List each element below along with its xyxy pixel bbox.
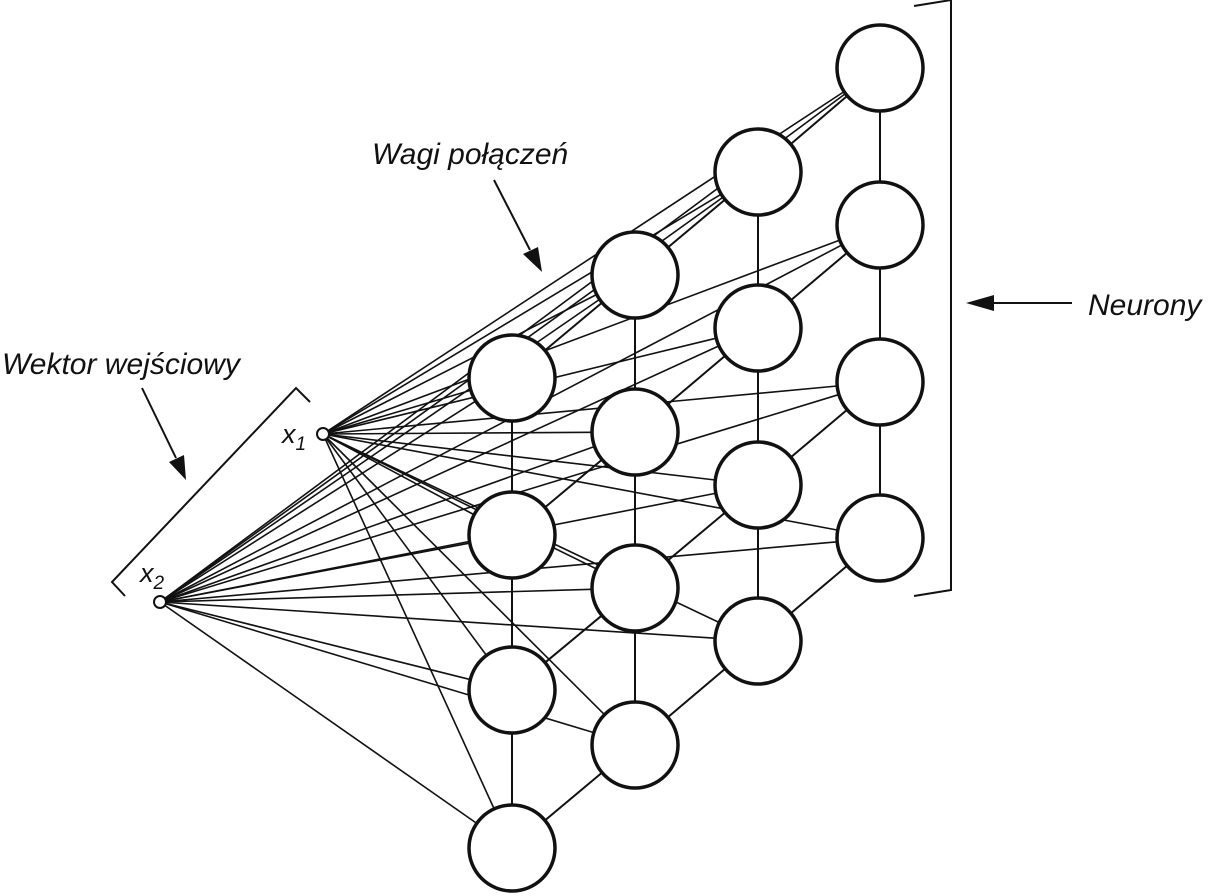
neurons-arrow — [966, 295, 1072, 311]
weight-line-x2-n2-3 — [159, 588, 593, 603]
input-vector-bracket — [110, 386, 311, 597]
neuron-2-1 — [590, 230, 680, 320]
neuron-1-4 — [467, 803, 557, 893]
weight-line-x1-n1-1 — [322, 389, 471, 435]
neuron-link-row2-3 — [790, 251, 848, 302]
neuron-link-row1-2 — [667, 198, 726, 249]
neurons-label: Neurony — [1088, 289, 1203, 322]
weight-line-x2-n2-2 — [159, 445, 595, 603]
neuron-link-row1-3 — [790, 95, 848, 145]
input-vector-arrow — [141, 387, 186, 480]
weights-arrow — [493, 179, 542, 272]
weight-line-x2-n1-4 — [159, 601, 478, 825]
weight-line-x1-n1-2 — [322, 433, 475, 516]
neuron-link-row3-3 — [790, 408, 848, 459]
neuron-1-2 — [467, 490, 557, 580]
neuron-1-1 — [467, 333, 557, 423]
weight-line-x1-n2-2 — [322, 431, 593, 435]
neuron-3-3 — [713, 440, 803, 530]
neuron-link-row4-2 — [667, 667, 726, 719]
neuron-3-4 — [713, 596, 803, 686]
weight-line-x2-n3-3 — [159, 492, 716, 603]
input-label-x1: x1 — [280, 419, 306, 455]
neuron-4-4 — [835, 493, 925, 583]
weight-line-x1-n4-2 — [322, 239, 841, 435]
neuron-link-row4-3 — [790, 564, 848, 615]
neuron-3-1 — [713, 127, 803, 217]
neuron-2-2 — [590, 387, 680, 477]
weight-line-x1-n1-4 — [322, 433, 495, 810]
input-label-x2: x2 — [138, 558, 165, 594]
neuron-4-1 — [835, 23, 925, 113]
weights-label: Wagi połączeń — [372, 138, 568, 171]
neuron-4-3 — [835, 337, 925, 427]
weight-line-x2-n1-1 — [159, 400, 477, 603]
neuron-4-2 — [835, 180, 925, 270]
neuron-grid-links — [511, 95, 881, 822]
neuron-2-4 — [590, 700, 680, 790]
weight-line-x2-n3-4 — [159, 601, 716, 639]
neuron-link-row4-1 — [544, 771, 603, 822]
weight-line-x1-n4-3 — [322, 385, 838, 435]
weight-line-x1-n2-1 — [322, 293, 598, 435]
neuron-2-3 — [590, 543, 680, 633]
neuron-grid — [467, 23, 925, 893]
neuron-1-3 — [467, 645, 557, 735]
neurons-bracket — [913, 0, 952, 597]
neuron-link-row3-1 — [544, 614, 603, 664]
neuron-link-row3-2 — [667, 511, 726, 562]
neuron-link-row2-2 — [667, 354, 726, 406]
neuron-link-row1-1 — [544, 301, 603, 352]
weight-line-x2-n1-3 — [159, 601, 471, 681]
input-vector-label: Wektor wejściowy — [2, 348, 242, 381]
input-node-x2 — [153, 595, 167, 609]
neuron-3-2 — [713, 283, 803, 373]
neuron-link-row2-1 — [544, 458, 603, 509]
input-node-x1 — [316, 427, 330, 441]
